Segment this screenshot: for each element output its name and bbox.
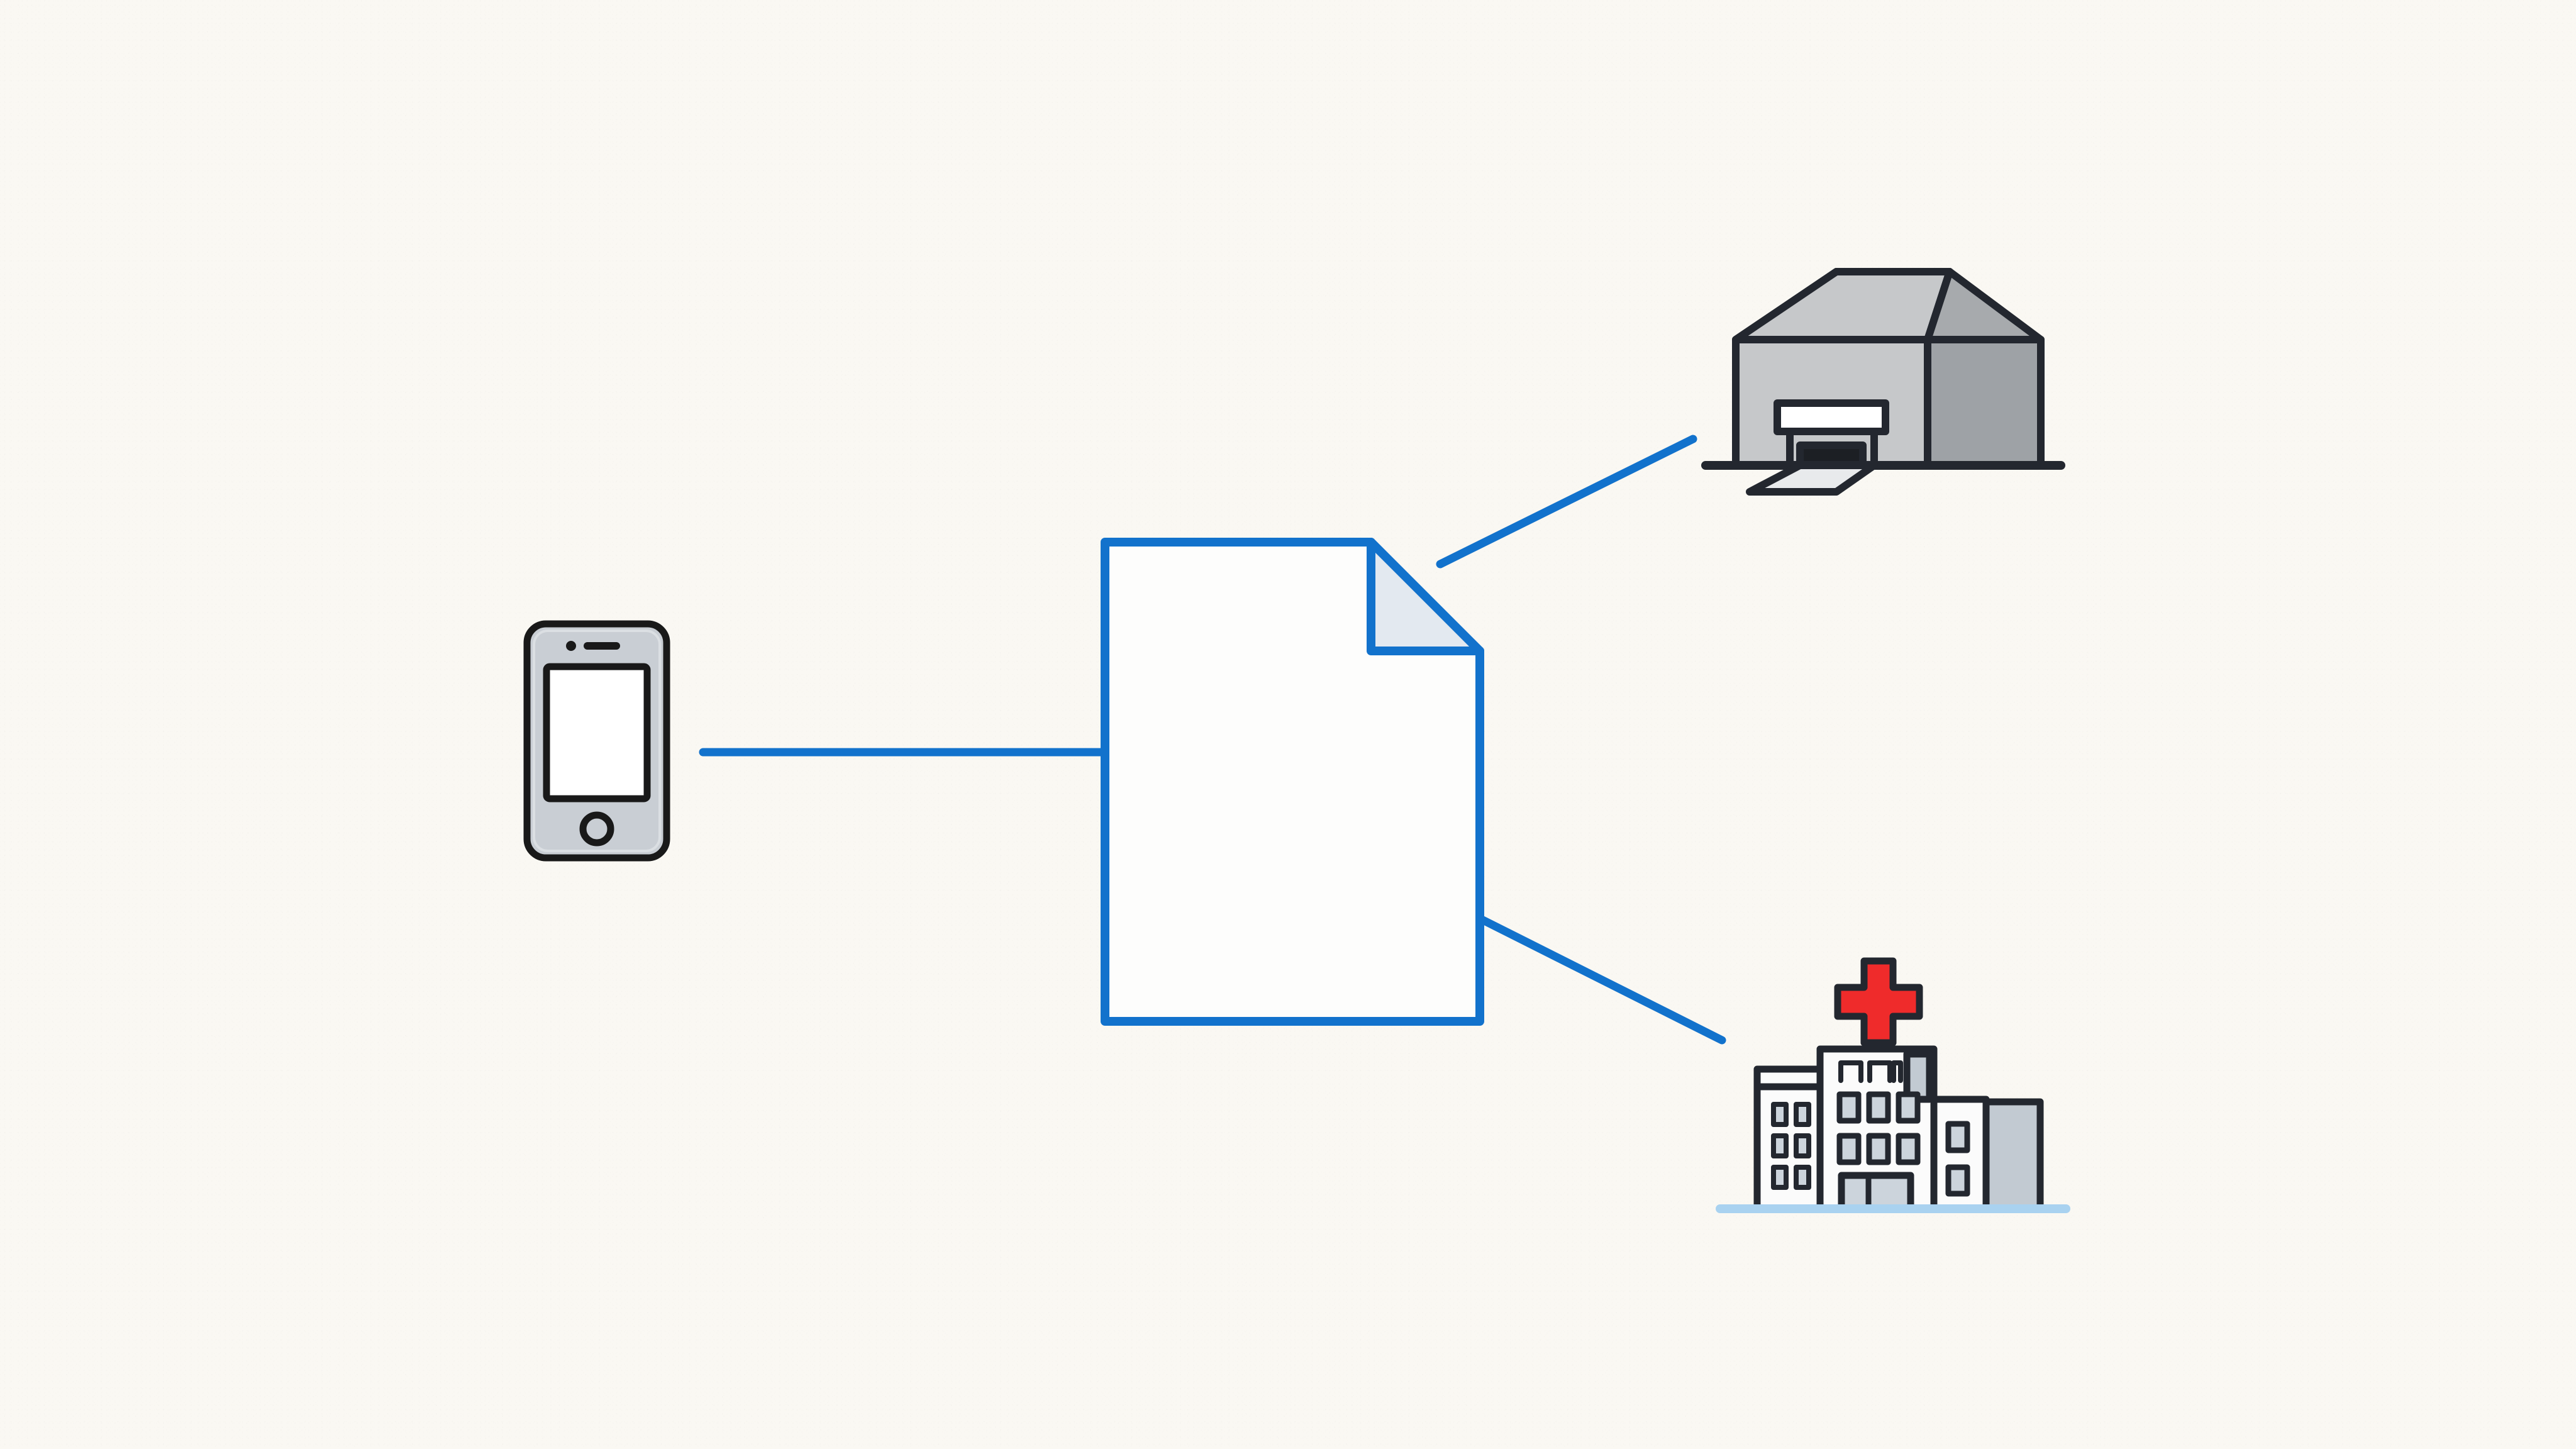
hospital-tower-windows — [1836, 1091, 1921, 1165]
phone-bezel-highlight — [533, 630, 661, 852]
hospital-accent-panel — [1903, 1050, 1933, 1103]
phone-earpiece-icon — [584, 642, 620, 650]
hospital-left-wing-windows — [1771, 1102, 1811, 1190]
phone-camera-icon — [566, 641, 576, 651]
warehouse-roof-right — [1924, 268, 2045, 343]
connector-document-to-hospital — [1475, 914, 1726, 1045]
phone-home-button[interactable] — [579, 811, 614, 847]
hospital-left-wing-parapet — [1753, 1065, 1824, 1091]
document-fold-crease — [1367, 538, 1484, 655]
warehouse-door-awning — [1774, 399, 1889, 435]
hospital-red-cross-icon — [1834, 957, 1923, 1046]
hospital-right-block-windows — [1945, 1121, 1970, 1197]
hospital-right-tower — [1982, 1098, 2044, 1213]
hospital-tower-top-windows — [1838, 1060, 1903, 1083]
hospital-entrance[interactable] — [1838, 1172, 1914, 1213]
warehouse-ramp — [1746, 462, 1878, 496]
document-outline — [1101, 538, 1484, 1026]
document-page — [1105, 542, 1480, 1021]
connector-document-to-warehouse — [1436, 435, 1697, 569]
phone-screen[interactable] — [543, 663, 651, 802]
